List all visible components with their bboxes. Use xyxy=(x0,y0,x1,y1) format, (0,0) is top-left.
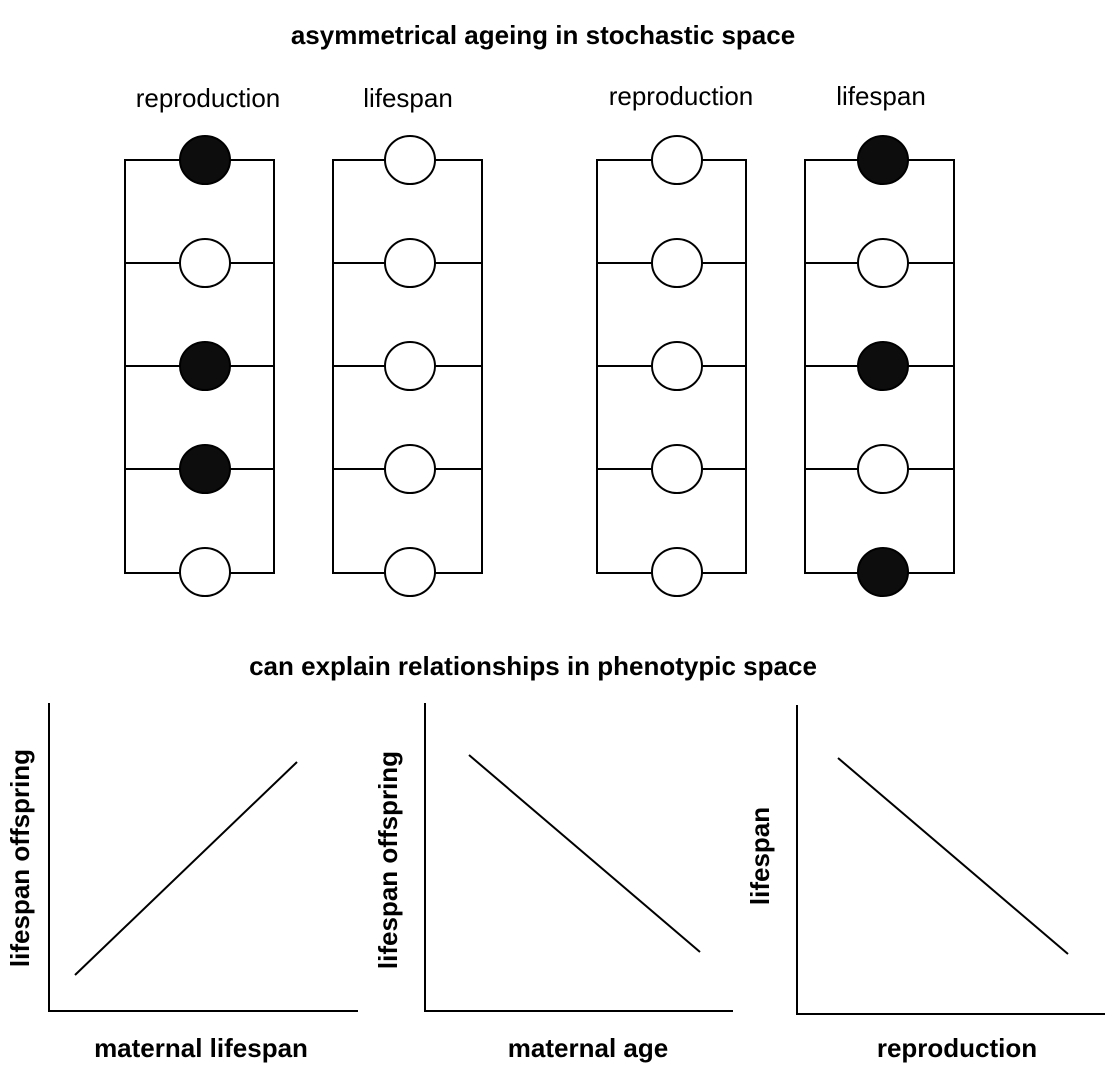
ladder-node xyxy=(384,444,436,494)
x-axis-label: maternal lifespan xyxy=(94,1033,308,1063)
ladder-label: reproduction xyxy=(136,83,281,113)
ladder-node xyxy=(651,341,703,391)
ladder-node xyxy=(179,444,231,494)
ladder-node xyxy=(179,547,231,597)
ladder-node xyxy=(179,341,231,391)
trend-line xyxy=(74,761,298,976)
ladder-node xyxy=(857,135,909,185)
ladder-node xyxy=(857,341,909,391)
plot-maternal-lifespan: maternal lifespan lifespan offspring xyxy=(5,703,358,1063)
plot-axes xyxy=(424,703,733,1012)
ladder-node xyxy=(651,135,703,185)
x-axis-label: reproduction xyxy=(877,1033,1037,1063)
plot-maternal-age: maternal age lifespan offspring xyxy=(373,703,733,1063)
plot-axes xyxy=(796,705,1105,1015)
ladder-node xyxy=(179,135,231,185)
ladder-label: lifespan xyxy=(363,83,453,113)
ladder-node xyxy=(384,135,436,185)
ladder-node xyxy=(179,238,231,288)
trend-line xyxy=(468,754,701,953)
ladder-group-1: reproduction lifespan xyxy=(124,83,483,597)
ladder-node xyxy=(651,238,703,288)
ladder-node xyxy=(384,238,436,288)
ladder-lifespan-1: lifespan xyxy=(332,83,483,597)
ladder-node xyxy=(384,547,436,597)
ladder-lifespan-2: lifespan xyxy=(804,81,955,597)
y-axis-label: lifespan offspring xyxy=(5,749,35,967)
top-title: asymmetrical ageing in stochastic space xyxy=(291,20,795,50)
trend-line xyxy=(837,757,1069,955)
plot-reproduction: reproduction lifespan xyxy=(745,705,1105,1063)
ladder-node xyxy=(857,444,909,494)
ladder-group-2: reproduction lifespan xyxy=(596,81,955,597)
y-axis-label: lifespan xyxy=(745,807,775,905)
ladder-node xyxy=(651,547,703,597)
x-axis-label: maternal age xyxy=(508,1033,668,1063)
plot-axes xyxy=(48,703,358,1012)
ladder-node xyxy=(384,341,436,391)
ladder-reproduction-2: reproduction xyxy=(596,81,754,597)
y-axis-label: lifespan offspring xyxy=(373,751,403,969)
ladder-label: reproduction xyxy=(609,81,754,111)
bottom-title: can explain relationships in phenotypic … xyxy=(249,651,817,681)
ladder-reproduction-1: reproduction xyxy=(124,83,281,597)
ladder-node xyxy=(857,238,909,288)
ladder-label: lifespan xyxy=(836,81,926,111)
ladder-node xyxy=(651,444,703,494)
ladder-node xyxy=(857,547,909,597)
